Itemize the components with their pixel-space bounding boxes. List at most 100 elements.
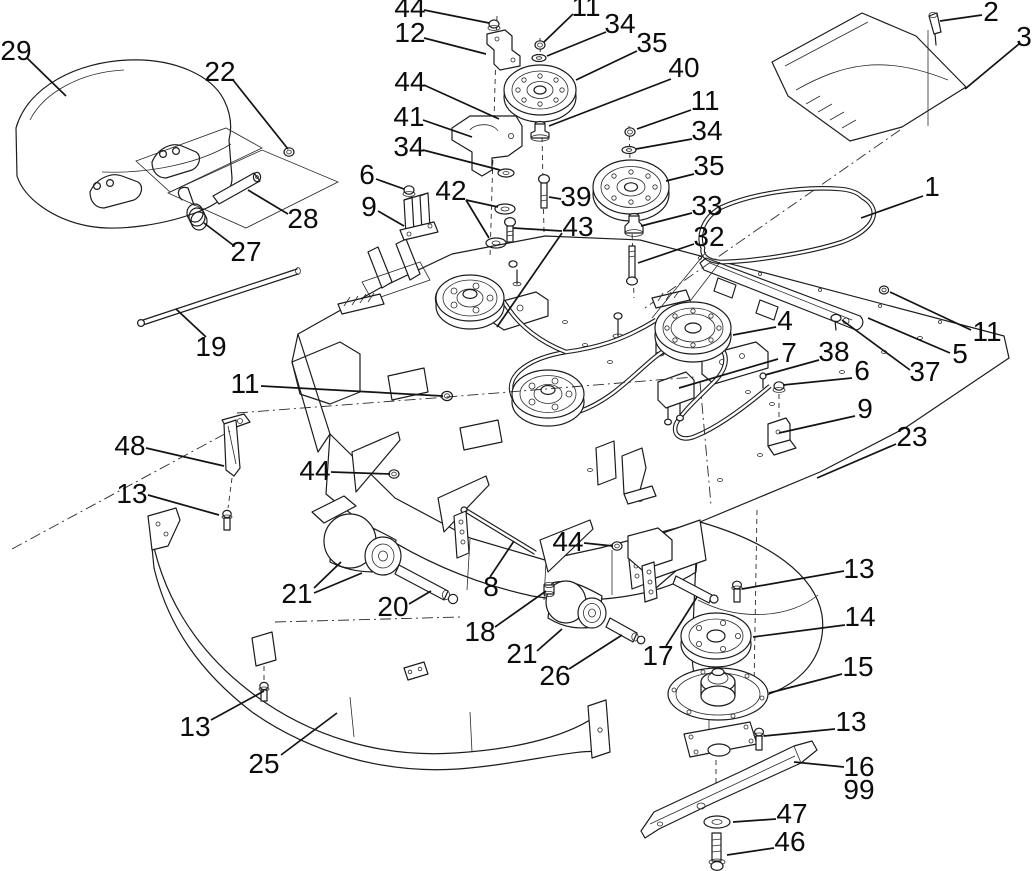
callout-38-28: 38	[818, 336, 849, 367]
callout-18-44: 18	[464, 616, 495, 647]
leader-line-41	[422, 119, 473, 138]
callout-28-2: 28	[287, 203, 318, 234]
part-nut-11d	[441, 390, 454, 402]
leader-line-38	[764, 359, 820, 376]
callout-34-17: 34	[691, 115, 722, 146]
leader-line-7	[678, 358, 779, 389]
callout-35-14: 35	[636, 27, 667, 58]
callout-13-57: 13	[179, 711, 210, 742]
leader-line-4	[732, 326, 777, 336]
callout-99-53: 99	[843, 774, 874, 805]
part-nut-22	[283, 147, 295, 157]
callout-44-39: 44	[299, 455, 330, 486]
leader-line-35	[665, 173, 695, 182]
part-blade-16	[640, 740, 818, 839]
boundary-lines	[11, 376, 712, 623]
leader-line-21	[536, 628, 563, 652]
leader-line-8	[489, 540, 515, 578]
part-belt-cover	[641, 12, 967, 311]
leader-line-37	[841, 319, 911, 371]
leader-line-20	[408, 590, 432, 605]
part-spindle-pulley-left	[435, 274, 505, 330]
leader-line-22	[232, 79, 289, 150]
part-idler-pulley-4	[654, 301, 732, 363]
leader-line-18	[494, 590, 547, 628]
part-bracket-7	[657, 371, 695, 426]
part-skirt-25	[147, 507, 611, 771]
leader-line-2	[939, 14, 983, 22]
leader-line-13	[210, 690, 265, 721]
leader-line-43	[512, 227, 563, 232]
leader-line-15	[768, 673, 843, 694]
leader-line-34	[635, 138, 693, 150]
callout-37-34: 37	[909, 356, 940, 387]
callout-26-46: 26	[539, 660, 570, 691]
leader-line-21	[313, 572, 363, 594]
callout-41-7: 41	[393, 101, 424, 132]
leader-line-35	[575, 50, 638, 81]
leader-line-13	[741, 570, 845, 590]
callout-14-49: 14	[844, 601, 875, 632]
part-idler-pulley-35b	[592, 159, 670, 222]
leader-line-39	[548, 196, 562, 200]
leader-line-44	[423, 9, 490, 24]
part-bracket-9b	[767, 417, 797, 456]
callout-6-29: 6	[854, 355, 870, 386]
leader-line-42	[465, 199, 499, 208]
part-bolt-6b	[772, 381, 786, 424]
callout-35-18: 35	[693, 150, 724, 181]
callout-16-52: 16	[843, 751, 874, 782]
callout-19-35: 19	[195, 331, 226, 362]
leader-line-6	[375, 178, 405, 190]
leader-line-44	[423, 84, 500, 120]
part-bolt-13b	[731, 580, 743, 603]
callout-6-9: 6	[359, 159, 375, 190]
leader-line-12	[423, 37, 487, 55]
part-rod-19	[137, 267, 301, 328]
callout-43-22: 43	[562, 211, 593, 242]
callout-29-0: 29	[0, 35, 31, 66]
callout-17-47: 17	[642, 640, 673, 671]
callout-44-43: 44	[552, 526, 583, 557]
leader-line-13	[147, 494, 220, 516]
leader-line-9	[778, 415, 856, 434]
part-carriage-bolt-37	[830, 313, 842, 331]
part-bushing-18	[543, 582, 555, 598]
callout-27-3: 27	[230, 236, 261, 267]
leader-line-17	[665, 596, 698, 647]
leader-line-23	[816, 443, 897, 479]
part-idler-pulley-35a	[503, 64, 577, 123]
part-shaft-20	[394, 564, 459, 605]
part-nut-44d	[611, 541, 623, 551]
assembly-idler-stack-left	[451, 15, 577, 259]
callout-11-32: 11	[972, 316, 1001, 347]
callout-11-36: 11	[230, 368, 259, 399]
leader-line-21	[313, 561, 342, 589]
part-deflector-shield	[15, 59, 339, 229]
callout-22-1: 22	[204, 56, 235, 87]
callout-47-54: 47	[776, 798, 807, 829]
part-spindle-plate	[683, 721, 758, 758]
part-roller-21b	[545, 580, 607, 629]
leader-line-42	[465, 199, 490, 239]
leader-line-14	[752, 624, 846, 638]
part-screw-38	[759, 372, 767, 389]
callout-13-38: 13	[116, 478, 147, 509]
callout-39-21: 39	[560, 181, 591, 212]
part-pin-2	[928, 11, 942, 46]
assembly-idler-stack-right	[592, 125, 670, 299]
leader-line-34	[546, 31, 607, 57]
leader-line-11	[543, 13, 574, 43]
part-spindle-15	[667, 667, 769, 721]
leader-line-34	[422, 149, 501, 171]
leader-line-13	[763, 728, 836, 737]
callout-42-11: 42	[435, 175, 466, 206]
callout-4-26: 4	[777, 305, 793, 336]
leader-line-16	[793, 761, 845, 768]
leader-line-19	[175, 308, 207, 338]
callout-32-20: 32	[693, 221, 724, 252]
callout-44-6: 44	[394, 66, 425, 97]
leader-line-11	[889, 291, 972, 331]
